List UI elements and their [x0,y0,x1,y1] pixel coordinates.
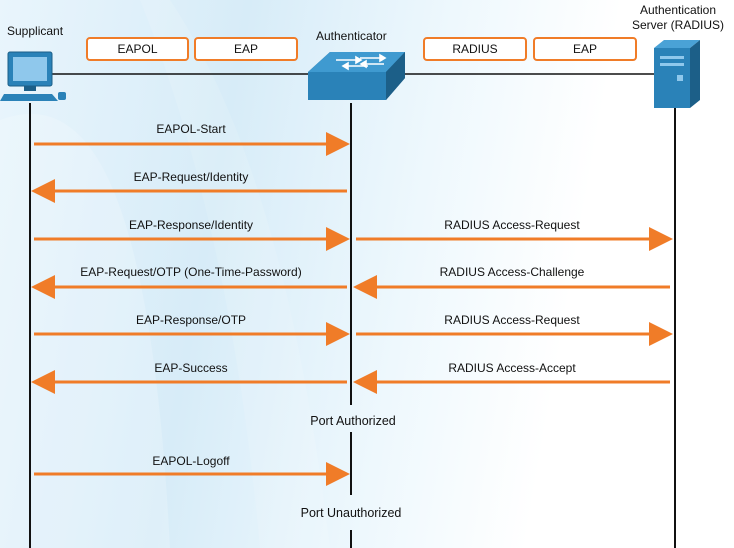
message-label: EAP-Request/Identity [133,170,249,184]
protocol-box-radius: RADIUS [423,37,527,61]
message-label: EAP-Response/Identity [128,218,254,232]
port-authorized-label: Port Authorized [310,414,396,428]
protocol-box-eap-radius: EAP [533,37,637,61]
message-label: EAPOL-Start [156,122,226,136]
message-arrows [31,132,673,486]
switch-icon [308,52,405,100]
message-label: EAP-Response/OTP [135,313,247,327]
server-label-line2: Server (RADIUS) [631,18,724,32]
message-label: RADIUS Access-Challenge [439,265,585,279]
computer-icon [0,51,66,101]
server-label: Authentication Server (RADIUS) [624,3,732,33]
protocol-box-eap: EAP [194,37,298,61]
server-icon [654,40,700,108]
protocol-box-eapol: EAPOL [86,37,189,61]
message-label: RADIUS Access-Request [444,313,580,327]
background-swoosh [0,113,170,548]
background-swoosh [140,0,330,548]
message-label: RADIUS Access-Accept [448,361,576,375]
message-label: EAPOL-Logoff [152,454,230,468]
supplicant-label: Supplicant [7,24,64,38]
authenticator-label: Authenticator [316,29,387,43]
port-unauthorized-label: Port Unauthorized [300,506,402,520]
message-label: EAP-Success [154,361,228,375]
message-label: EAP-Request/OTP (One-Time-Password) [80,265,302,279]
server-label-line1: Authentication [639,3,717,17]
message-label: RADIUS Access-Request [444,218,580,232]
